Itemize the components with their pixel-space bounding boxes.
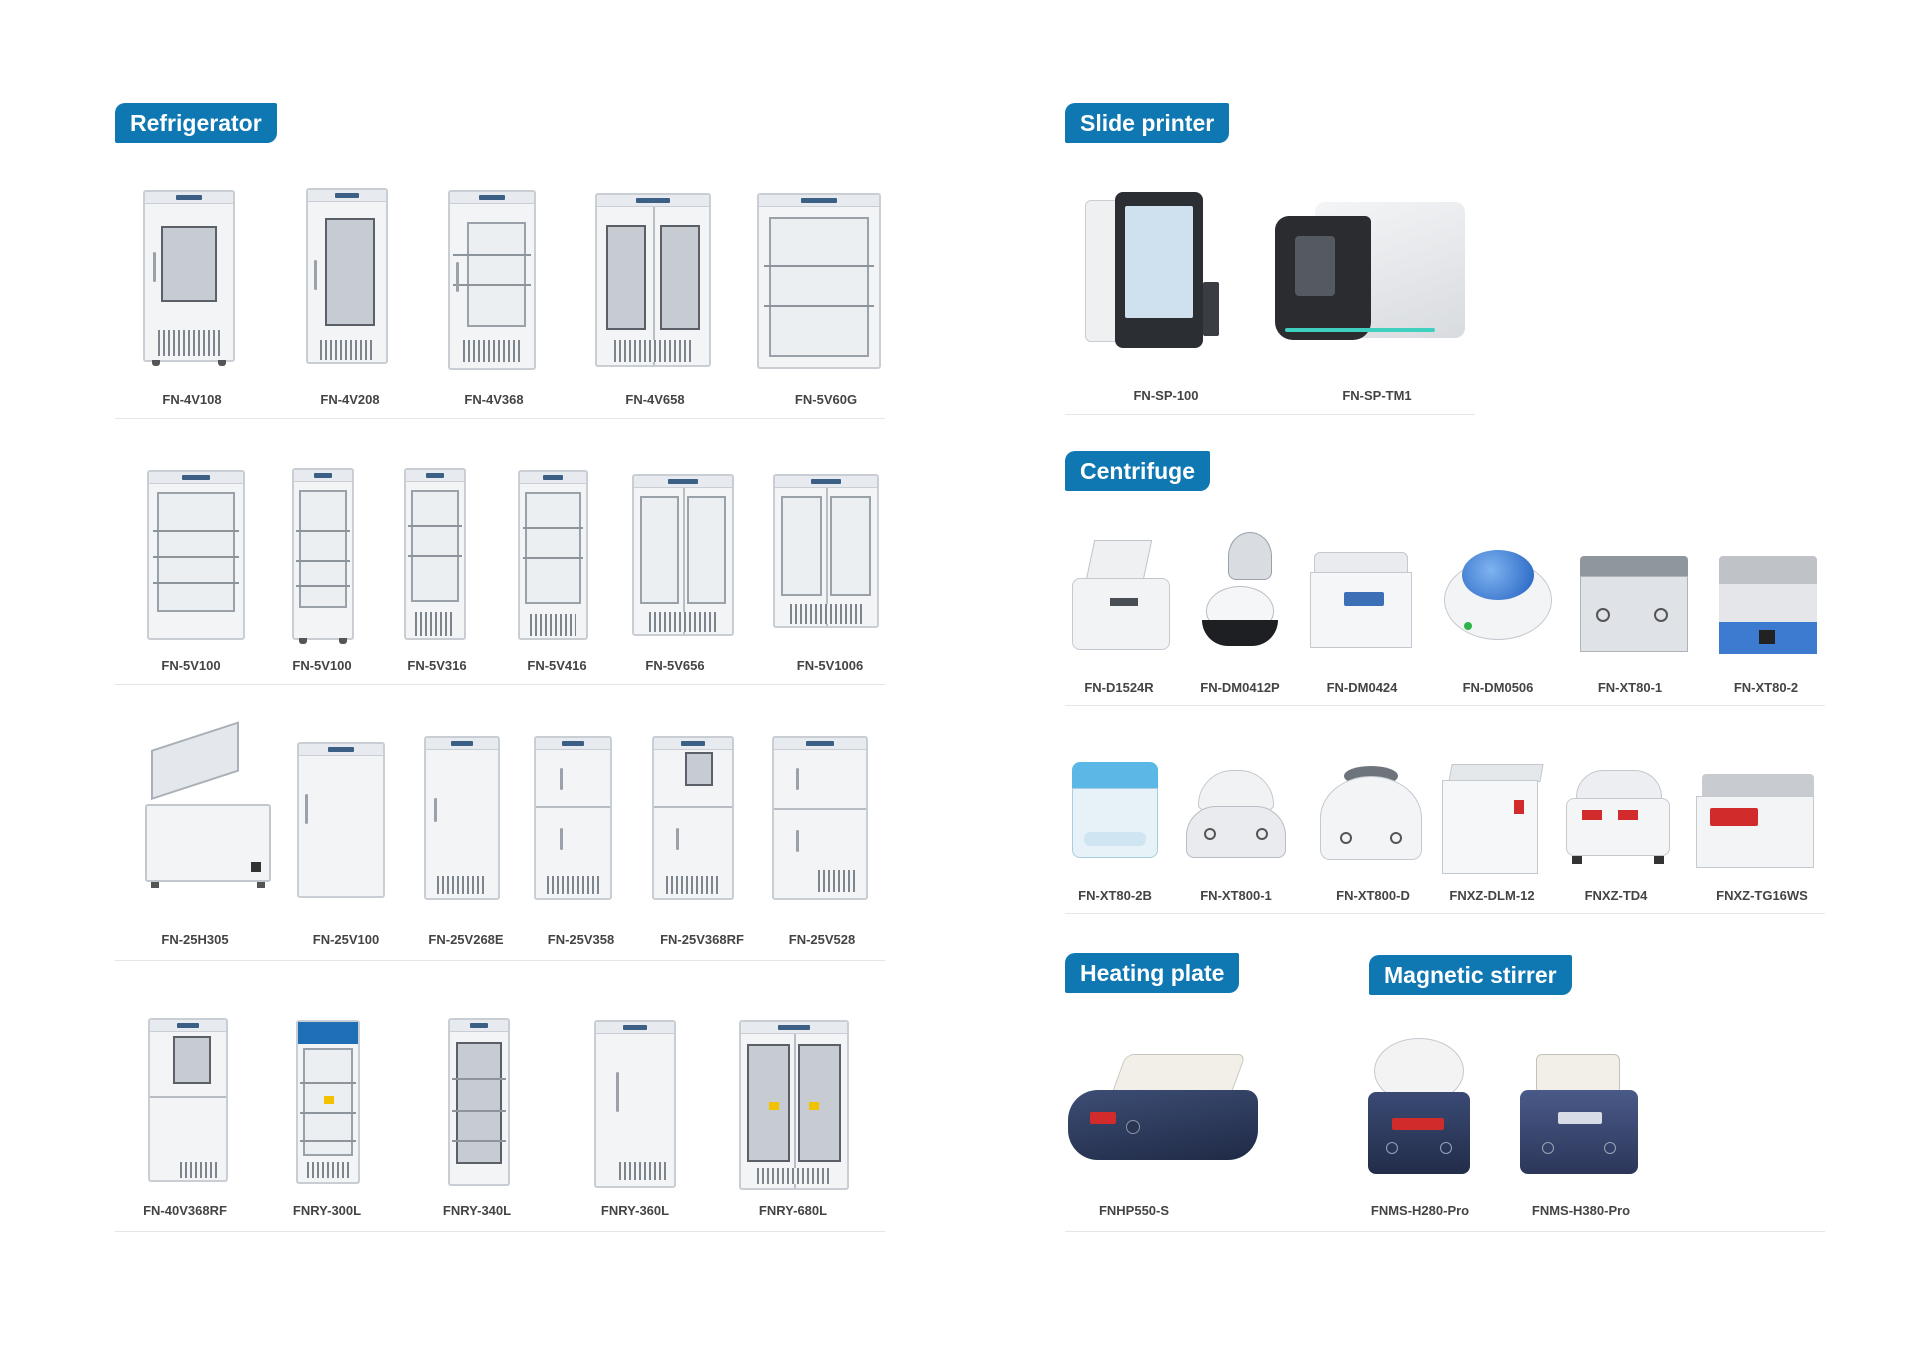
section-title-magnetic-stirrer: Magnetic stirrer — [1369, 955, 1572, 995]
refrigerator-image — [306, 188, 388, 364]
centrifuge-image — [1072, 762, 1158, 858]
product-label: FN-4V658 — [625, 392, 685, 407]
row-divider — [115, 684, 885, 685]
centrifuge-image — [1696, 774, 1814, 870]
section-title-refrigerator: Refrigerator — [115, 103, 277, 143]
product-label: FN-25V268E — [428, 932, 504, 947]
product-label: FNRY-360L — [600, 1203, 670, 1218]
product-label: FN-25H305 — [161, 932, 229, 947]
centrifuge-image — [1186, 770, 1286, 860]
product-label: FN-5V416 — [527, 658, 587, 673]
product-label: FNRY-340L — [442, 1203, 512, 1218]
refrigerator-image — [518, 470, 588, 640]
product-label: FN-25V358 — [547, 932, 615, 947]
product-label: FN-SP-TM1 — [1342, 388, 1412, 403]
row-divider — [1065, 705, 1825, 706]
row-divider — [1065, 1231, 1825, 1232]
freezer-image — [297, 742, 385, 898]
centrifuge-image — [1320, 766, 1422, 862]
centrifuge-image — [1580, 556, 1688, 654]
section-title-slide-printer: Slide printer — [1065, 103, 1230, 143]
display-fridge-image — [296, 1020, 360, 1184]
row-divider — [115, 960, 885, 961]
product-label: FN-25V100 — [312, 932, 380, 947]
refrigerator-image — [773, 474, 879, 628]
product-label: FN-25V368RF — [660, 932, 744, 947]
product-label: FNMS-H380-Pro — [1531, 1203, 1631, 1218]
row-divider — [1065, 414, 1475, 415]
product-label: FNRY-300L — [292, 1203, 362, 1218]
slide-printer-image — [1085, 192, 1223, 352]
product-label: FNHP550-S — [1098, 1203, 1170, 1218]
centrifuge-image — [1072, 540, 1170, 650]
product-label: FN-XT800-1 — [1200, 888, 1272, 903]
display-fridge-image — [448, 1018, 510, 1186]
product-label: FN-5V656 — [645, 658, 705, 673]
freezer-image — [534, 736, 612, 900]
product-label: FN-5V100 — [292, 658, 352, 673]
magnetic-stirrer-image — [1368, 1038, 1470, 1174]
freezer-image — [652, 736, 734, 900]
product-label: FNXZ-TG16WS — [1716, 888, 1808, 903]
centrifuge-image — [1202, 532, 1278, 650]
display-fridge-image — [739, 1020, 849, 1190]
product-label: FN-4V208 — [320, 392, 380, 407]
product-label: FN-DM0506 — [1462, 680, 1534, 695]
row-divider — [1065, 913, 1825, 914]
product-label: FNRY-680L — [758, 1203, 828, 1218]
section-title-heating-plate: Heating plate — [1065, 953, 1240, 993]
refrigerator-image — [632, 474, 734, 636]
row-divider — [115, 418, 885, 419]
product-label: FN-D1524R — [1084, 680, 1154, 695]
product-label: FN-XT80-1 — [1597, 680, 1663, 695]
product-label: FN-5V316 — [407, 658, 467, 673]
product-label: FN-5V100 — [161, 658, 221, 673]
product-label: FN-40V368RF — [143, 1203, 227, 1218]
freezer-image — [424, 736, 500, 900]
freezer-image — [594, 1020, 676, 1188]
refrigerator-image — [292, 468, 354, 644]
product-label: FNXZ-TD4 — [1584, 888, 1648, 903]
chest-freezer-image — [145, 721, 271, 890]
product-label: FN-SP-100 — [1133, 388, 1199, 403]
refrigerator-image — [147, 470, 245, 640]
centrifuge-image — [1310, 552, 1412, 648]
refrigerator-image — [595, 193, 711, 367]
centrifuge-image — [1566, 770, 1670, 868]
centrifuge-image — [1442, 764, 1544, 876]
refrigerator-image — [757, 193, 881, 369]
refrigerator-image — [404, 468, 466, 640]
magnetic-stirrer-image — [1520, 1054, 1638, 1174]
product-label: FNMS-H280-Pro — [1370, 1203, 1470, 1218]
product-label: FN-4V108 — [162, 392, 222, 407]
section-title-centrifuge: Centrifuge — [1065, 451, 1210, 491]
product-label: FN-DM0412P — [1200, 680, 1280, 695]
product-label: FN-4V368 — [464, 392, 524, 407]
centrifuge-image — [1444, 550, 1552, 646]
product-label: FN-DM0424 — [1326, 680, 1398, 695]
product-label: FN-XT800-D — [1336, 888, 1410, 903]
freezer-image — [772, 736, 868, 900]
heating-plate-image — [1068, 1054, 1258, 1170]
product-label: FN-XT80-2B — [1078, 888, 1152, 903]
product-label: FN-XT80-2 — [1733, 680, 1799, 695]
product-label: FN-25V528 — [788, 932, 856, 947]
refrigerator-image — [448, 190, 536, 370]
product-label: FNXZ-DLM-12 — [1449, 888, 1535, 903]
centrifuge-image — [1719, 556, 1817, 654]
product-label: FN-5V1006 — [796, 658, 864, 673]
refrigerator-image — [143, 190, 235, 366]
row-divider — [115, 1231, 885, 1232]
slide-printer-image — [1275, 196, 1465, 346]
product-label: FN-5V60G — [794, 392, 858, 407]
freezer-image — [148, 1018, 228, 1182]
